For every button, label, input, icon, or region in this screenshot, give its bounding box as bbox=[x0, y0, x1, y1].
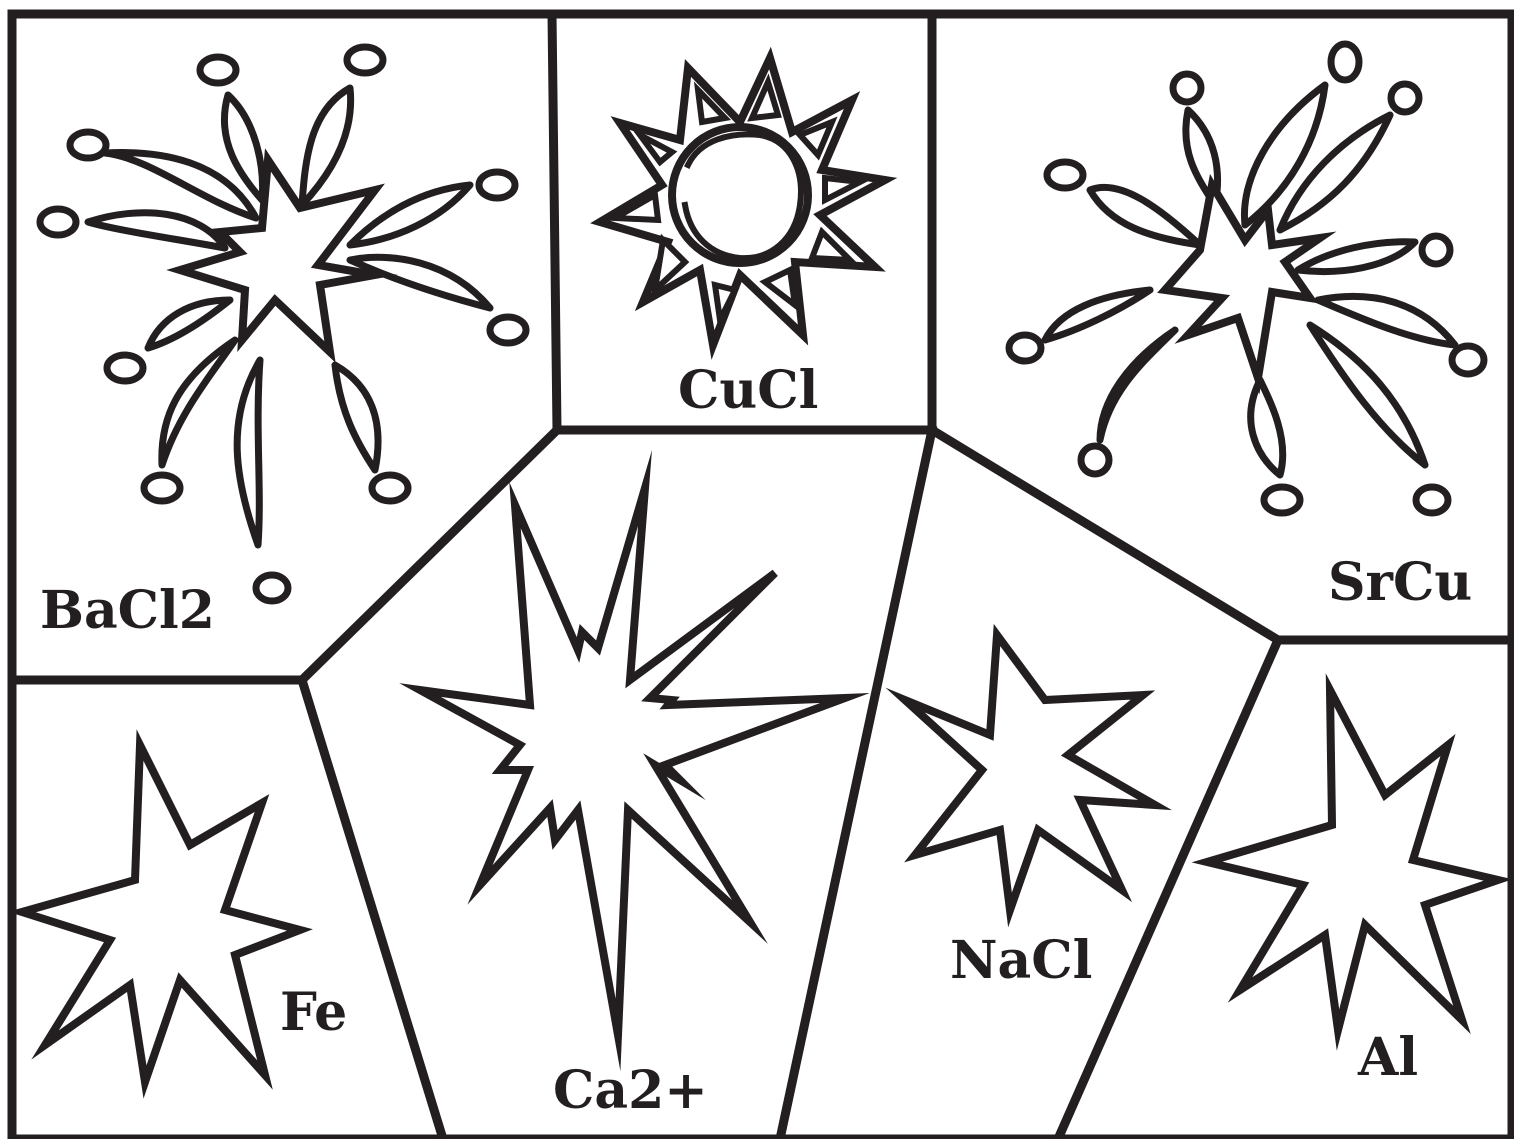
srcu-flower-burst-icon bbox=[1005, 40, 1488, 517]
ca2-spiky-burst-icon bbox=[399, 450, 870, 1072]
divider-bacl2-cucl bbox=[547, 9, 562, 435]
cucl-sun-icon bbox=[590, 46, 898, 360]
divider-ca-nacl bbox=[775, 424, 938, 1139]
region-ca2[interactable]: Ca2+ bbox=[399, 450, 870, 1121]
region-al[interactable]: Al bbox=[1191, 673, 1513, 1088]
divider-srcu-nacl bbox=[925, 423, 1285, 647]
region-nacl[interactable]: NaCl bbox=[885, 623, 1172, 991]
divider-nacl-al bbox=[1053, 634, 1284, 1139]
fe-label: Fe bbox=[280, 982, 347, 1043]
divider-fe-ca bbox=[296, 674, 448, 1139]
cucl-label: CuCl bbox=[678, 360, 818, 421]
nacl-label: NaCl bbox=[950, 930, 1092, 991]
region-srcu[interactable]: SrCu bbox=[1005, 40, 1488, 613]
outer-frame bbox=[7, 9, 1514, 1139]
al-star-icon bbox=[1191, 673, 1513, 1051]
fe-star-icon bbox=[8, 729, 313, 1099]
nacl-star-icon bbox=[885, 623, 1172, 928]
ca2-label: Ca2+ bbox=[553, 1060, 708, 1121]
region-dividers bbox=[7, 9, 1514, 1139]
region-fe[interactable]: Fe bbox=[8, 729, 347, 1099]
bacl2-label: BaCl2 bbox=[40, 580, 215, 641]
region-bacl2[interactable]: BaCl2 bbox=[36, 43, 530, 641]
al-label: Al bbox=[1357, 1027, 1418, 1088]
bacl2-flower-burst-icon bbox=[36, 43, 530, 605]
divider-bacl2-ca bbox=[295, 423, 564, 687]
srcu-label: SrCu bbox=[1328, 552, 1472, 613]
region-cucl[interactable]: CuCl bbox=[590, 46, 898, 421]
